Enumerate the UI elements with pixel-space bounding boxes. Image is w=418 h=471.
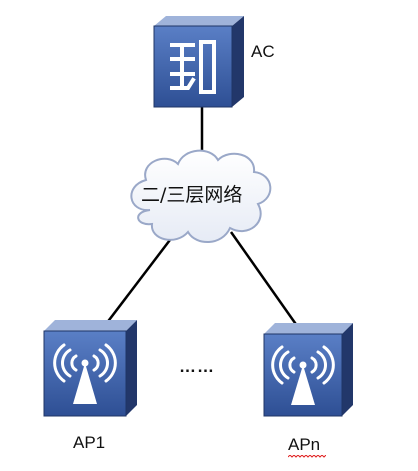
link-network-apn bbox=[229, 231, 302, 331]
wireless-ap-icon bbox=[263, 323, 353, 417]
apn-label: APn bbox=[288, 435, 321, 454]
ellipsis-label: …… bbox=[179, 357, 215, 376]
ac-controller-icon bbox=[153, 16, 244, 108]
spellcheck-underline bbox=[288, 455, 326, 458]
ac-label: AC bbox=[251, 42, 275, 61]
ap1-label: AP1 bbox=[73, 433, 106, 452]
wireless-ap-icon bbox=[43, 320, 137, 417]
link-network-ap1 bbox=[102, 231, 177, 329]
network-cloud-icon bbox=[130, 149, 272, 243]
network-label: 二/三层网络 bbox=[141, 184, 243, 206]
